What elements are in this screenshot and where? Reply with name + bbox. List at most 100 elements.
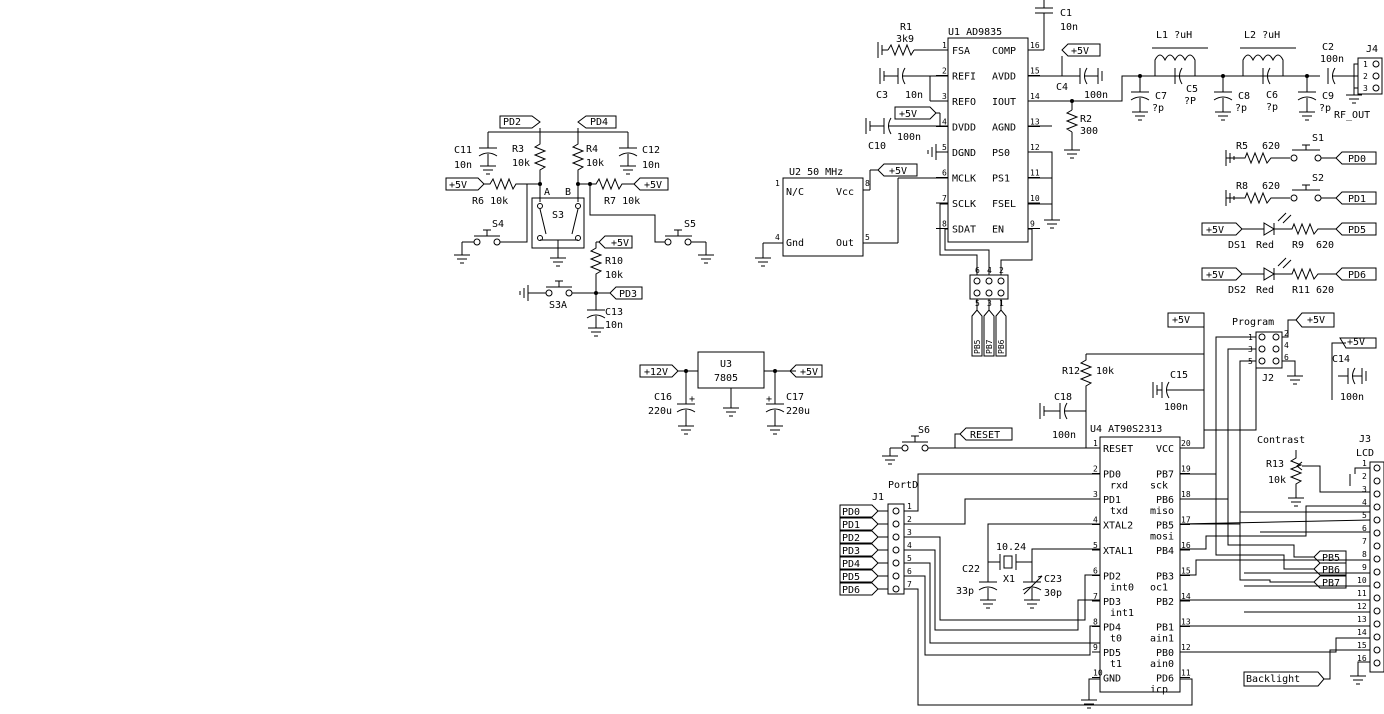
u1-left-pin-7: SCLK [952, 199, 976, 210]
u4-ralt-17: mosi [1150, 532, 1174, 543]
c8-value: ?p [1235, 103, 1247, 114]
j3-pin-10: 10 [1357, 576, 1367, 585]
j3-pin-6: 6 [1362, 524, 1367, 533]
j1-tag-pd4: PD4 [842, 559, 860, 570]
c2-value: 100n [1320, 54, 1344, 65]
r11-ref: R11 [1292, 285, 1310, 296]
u1-left-num-3: 3 [942, 92, 947, 101]
u4-ralt-18: miso [1150, 506, 1174, 517]
j1-tag-pd0: PD0 [842, 507, 860, 518]
u1-left-pin-4: DVDD [952, 123, 976, 134]
lcd-tag-pb6: PB6 [1322, 565, 1340, 576]
reset-net: RESET [970, 430, 1000, 441]
u4-lalt-8: t0 [1110, 634, 1122, 645]
j3-vcc-net: +5V [1347, 337, 1365, 348]
s3-ref: S3 [552, 210, 564, 221]
hdr-4: 4 [987, 266, 992, 275]
dvdd-supply: +5V C10 100n [865, 106, 948, 152]
u4-lpin-1: RESET [1103, 444, 1133, 455]
u1-right-num-12: 12 [1030, 143, 1040, 152]
r5-ref: R5 [1236, 141, 1248, 152]
j1-pin-2: 2 [907, 515, 912, 524]
j2-label: Program [1232, 317, 1274, 328]
j3-ref: J3 [1359, 434, 1371, 445]
c15-ref: C15 [1170, 370, 1188, 381]
l1-value: ?uH [1174, 30, 1192, 41]
j3-pin-7: 7 [1362, 537, 1367, 546]
led-pd6: PD6 [1348, 270, 1366, 281]
svg-text:U4 AT90S2313: U4 AT90S2313 [1090, 424, 1162, 435]
u4-rpin-16: PB4 [1156, 546, 1174, 557]
u4-lpin-7: PD3 [1103, 597, 1121, 608]
r4-value: 10k [586, 158, 604, 169]
j3-label: LCD [1356, 448, 1374, 459]
u2-pin1: 1 [775, 179, 780, 188]
u1-right-num-11: 11 [1030, 169, 1040, 178]
u4-lnum-5: 5 [1093, 541, 1098, 550]
r13-value: 10k [1268, 475, 1286, 486]
u4-periphery: +5V R12 10k C15 100n C18 100n RESET S6 1… [882, 312, 1205, 709]
r8-ref: R8 [1236, 181, 1248, 192]
c5-ref: C5 [1186, 84, 1198, 95]
u1-right-num-10: 10 [1030, 194, 1040, 203]
u1-left-num-8: 8 [942, 220, 947, 229]
r10-ref: R10 [605, 256, 623, 267]
ds2-value: Red [1256, 285, 1274, 296]
u1-left-pin-2: REFI [952, 72, 976, 83]
c6-ref: C6 [1266, 90, 1278, 101]
l2-value: ?uH [1262, 30, 1280, 41]
c5-value: ?P [1184, 96, 1196, 107]
c17-value: 220u [786, 406, 810, 417]
u4-rnum-19: 19 [1181, 465, 1191, 474]
svg-text:R7 10k: R7 10k [604, 196, 640, 207]
j2-pin-2: 2 [1284, 329, 1289, 338]
j3-pin-3: 3 [1362, 485, 1367, 494]
u1-left-pin-1: FSA [952, 46, 970, 57]
encoder-cluster: PD2 PD4 C11 10n R3 10k R4 10k C12 10n +5… [445, 115, 714, 337]
r6-net: +5V [449, 180, 467, 191]
u4-ref: U4 [1090, 424, 1102, 435]
u4-rnum-17: 17 [1181, 516, 1191, 525]
j3-pin-16: 16 [1357, 654, 1367, 663]
u4-rnum-13: 13 [1181, 618, 1191, 627]
u1-right-pin-16: COMP [992, 46, 1016, 57]
u4-rpin-17: PB5 [1156, 521, 1174, 532]
j2-pin-6: 6 [1284, 353, 1289, 362]
u3-ref: U3 [720, 359, 732, 370]
c3-value: 10n [905, 90, 923, 101]
u4-lalt-6: int0 [1110, 583, 1134, 594]
u4-lpin-8: PD4 [1103, 623, 1121, 634]
c18-value: 100n [1052, 430, 1076, 441]
u4-lnum-4: 4 [1093, 516, 1098, 525]
u3-value: 7805 [714, 373, 738, 384]
svg-text:L2 ?uH: L2 ?uH [1244, 30, 1280, 41]
u3-out-net: +5V [800, 367, 818, 378]
ds1-value: Red [1256, 240, 1274, 251]
u1-right-pin-10: FSEL [992, 199, 1016, 210]
u4-rnum-15: 15 [1181, 567, 1191, 576]
status-pd1: PD1 [1348, 194, 1366, 205]
j3-pin-5: 5 [1362, 511, 1367, 520]
x1-ref: X1 [1003, 574, 1015, 585]
j1-tag-pd2: PD2 [842, 533, 860, 544]
u4-lalt-9: t1 [1110, 659, 1122, 670]
r12-ref: R12 [1062, 366, 1080, 377]
u2-out: Out [836, 238, 854, 249]
u4-ralt-11: icp [1150, 685, 1168, 696]
u4-lpin-10: GND [1103, 674, 1121, 685]
u4-ralt-13: ain1 [1150, 634, 1174, 645]
c18-ref: C18 [1054, 392, 1072, 403]
u4-rnum-11: 11 [1181, 669, 1191, 678]
c23-ref: C23 [1044, 574, 1062, 585]
u1-ad9835: U1 AD9835 FSA1REFI2REFO3DVDD4DGND5MCLK6S… [936, 27, 1040, 243]
iout-filter: R2 300 C7?pC8?pC9?p L1 ?uH L2 ?uH C5 ?P … [1028, 30, 1358, 229]
j1-pin-7: 7 [907, 580, 912, 589]
s6-ref: S6 [918, 425, 930, 436]
c8-ref: C8 [1238, 91, 1250, 102]
led-pd5: PD5 [1348, 225, 1366, 236]
u2-gnd: Gnd [786, 238, 804, 249]
r9-value: 620 [1316, 240, 1334, 251]
s3-a: A [544, 187, 550, 198]
u4-rnum-18: 18 [1181, 490, 1191, 499]
